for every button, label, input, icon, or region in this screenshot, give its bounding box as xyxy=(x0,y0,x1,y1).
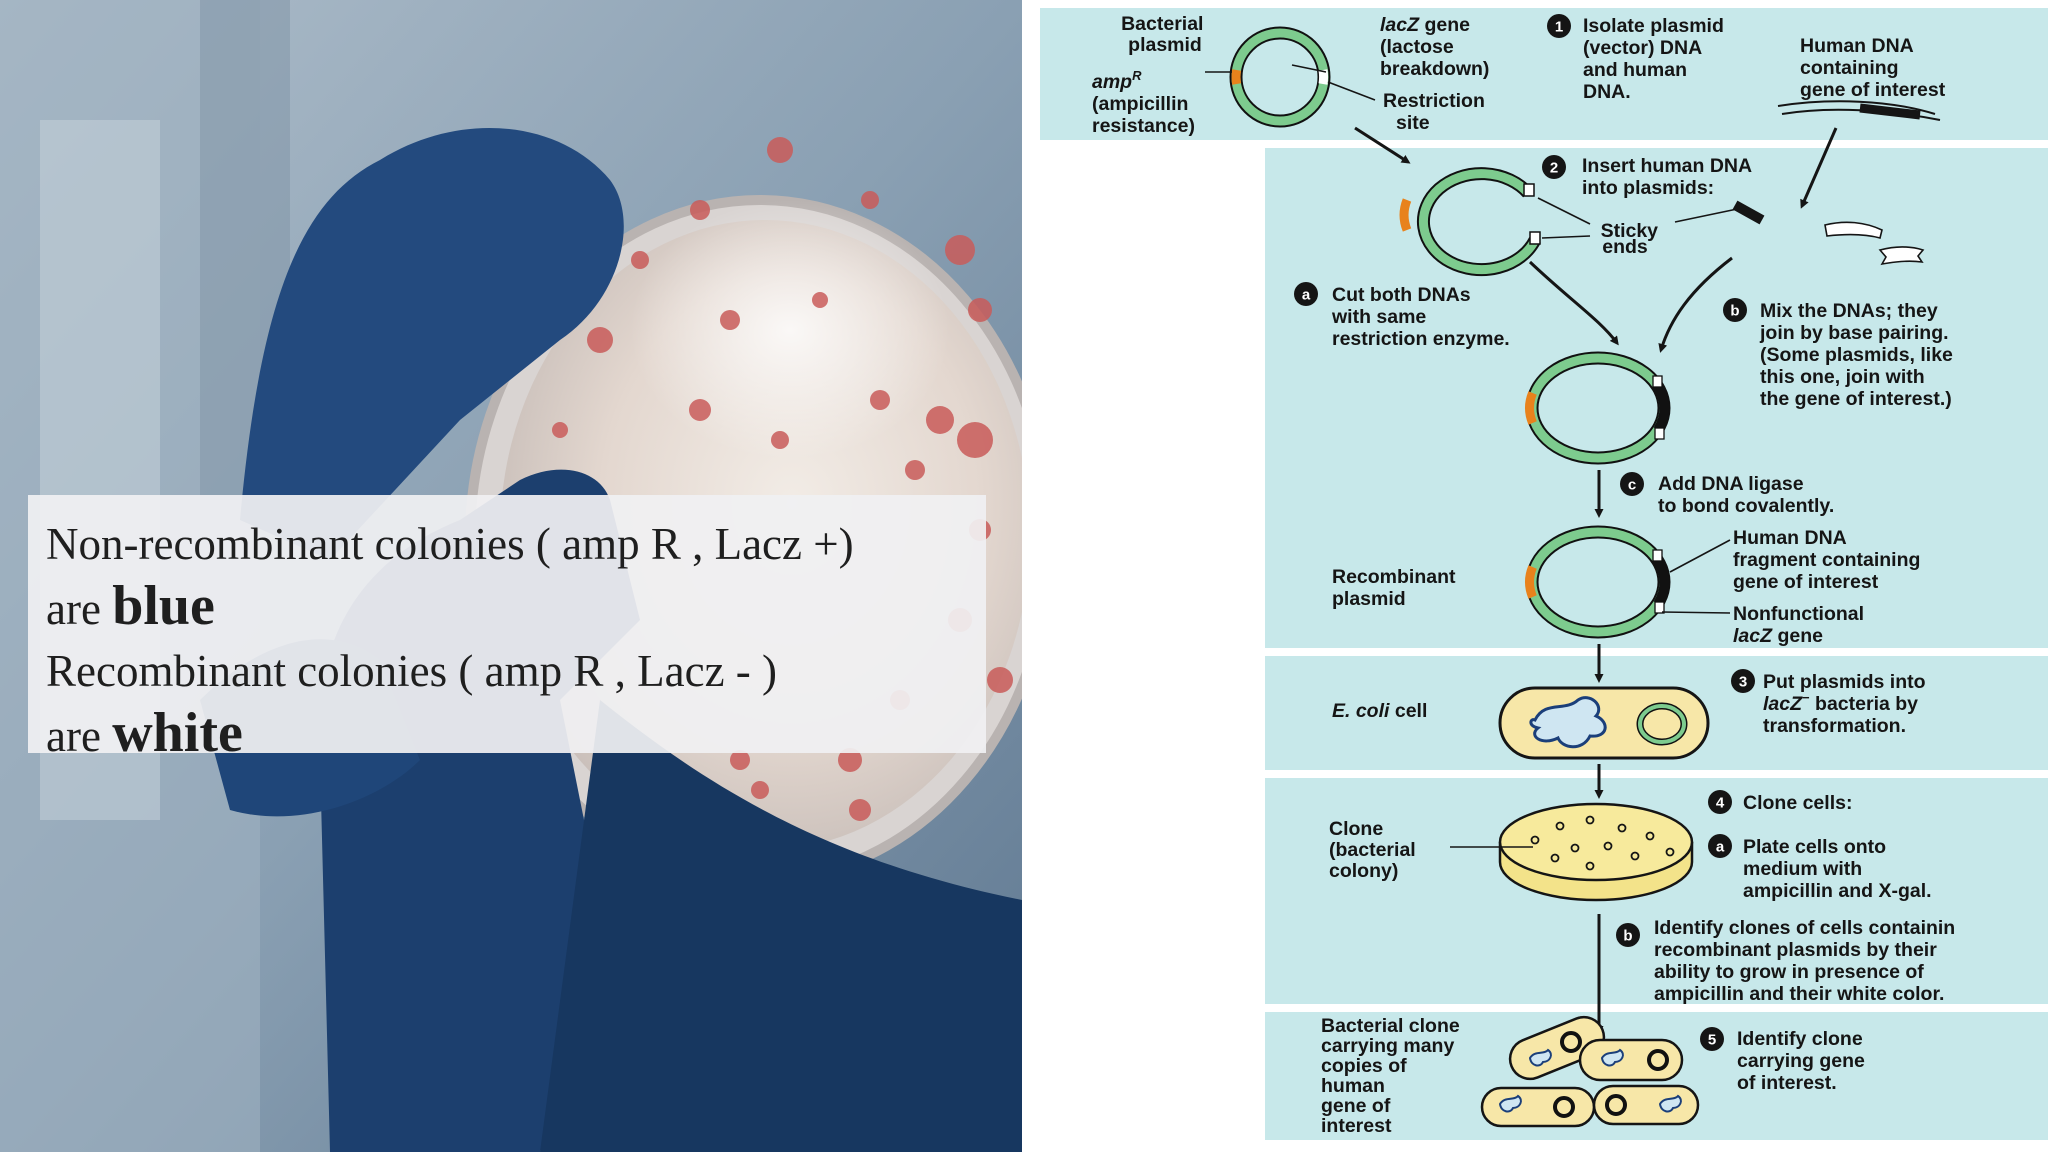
step4a-letter: a xyxy=(1716,839,1725,856)
caption-line-4-prefix: are xyxy=(46,711,113,761)
step2c-badge xyxy=(1620,472,1644,496)
caption-line-1: Non-recombinant colonies ( amp R , Lacz … xyxy=(46,519,854,569)
step2-group: 2 Insert human DNA into plasmids: Sticky… xyxy=(1294,126,1958,647)
ecoli-cell-label: E. coli cell xyxy=(1332,700,1427,722)
bacterial-clone-label: Bacterial clone carrying many copies of … xyxy=(1321,1015,1465,1137)
dna-fragments xyxy=(1732,200,1925,266)
step4b-letter: b xyxy=(1623,928,1632,945)
step4-number-badge xyxy=(1708,790,1732,814)
step3-number: 3 xyxy=(1739,674,1747,691)
caption-line-2-prefix: are xyxy=(46,584,113,634)
lacZ-label: lacZ gene (lactose breakdown) xyxy=(1380,14,1489,80)
plasmid-label: Bacterial plasmid xyxy=(1121,13,1209,56)
step2b-badge xyxy=(1723,298,1747,322)
step1-number-badge xyxy=(1547,14,1571,38)
recombinant-plasmid-label: Recombinant plasmid xyxy=(1332,566,1461,610)
nonfunctional-lacZ-label: Nonfunctional lacZ gene xyxy=(1733,603,1870,647)
band-step1 xyxy=(1040,8,2048,140)
step3-group: E. coli cell 3 Put plasmids into lacZ− b… xyxy=(1332,644,1931,760)
step4b-badge xyxy=(1616,923,1640,947)
step4-number: 4 xyxy=(1716,795,1725,812)
blue-line: are blue xyxy=(46,575,968,640)
restriction-site-label: Restriction site xyxy=(1383,90,1490,134)
joined-plasmid-diagram xyxy=(1525,351,1671,465)
recombinant-line: Recombinant colonies ( amp R , Lacz - ) xyxy=(46,640,968,702)
caption-white-word: white xyxy=(112,702,243,764)
dna-fragment-label: Human DNA fragment containing gene of in… xyxy=(1733,527,1926,593)
caption-line-3: Recombinant colonies ( amp R , Lacz - ) xyxy=(46,646,778,696)
petri-dish-photo: Non-recombinant colonies ( amp R , Lacz … xyxy=(0,0,1022,1152)
step1-number: 1 xyxy=(1555,19,1563,36)
step4-group: Clone (bacterial colony) 4 Clone cells: … xyxy=(1329,764,1961,1035)
step2-number-badge xyxy=(1542,155,1566,179)
ecoli-cell-diagram xyxy=(1498,686,1710,760)
white-line: are white xyxy=(46,702,968,767)
petri-plate-diagram xyxy=(1498,802,1694,902)
caption-blue-word: blue xyxy=(112,575,215,637)
recombinant-plasmid-diagram xyxy=(1525,525,1671,639)
step2b-letter: b xyxy=(1730,303,1739,320)
step4a-badge xyxy=(1708,834,1732,858)
step5-number-badge xyxy=(1700,1027,1724,1051)
step2b-text: Mix the DNAs; they join by base pairing.… xyxy=(1759,300,1958,410)
human-dna-strand xyxy=(1777,100,1941,121)
sticky-ends-label: Sticky ends xyxy=(1601,220,1664,258)
step5-text: Identify clone carrying gene of interest… xyxy=(1737,1028,1870,1094)
step3-text: Put plasmids into lacZ− bacteria by tran… xyxy=(1763,671,1931,737)
step1-text: Isolate plasmid (vector) DNA and human D… xyxy=(1583,15,1729,103)
bacterial-plasmid-diagram xyxy=(1229,26,1331,128)
gene-cloning-diagram: Bacterial plasmid ampR (ampicillin resis… xyxy=(1030,0,2048,1152)
step1-group: Bacterial plasmid ampR (ampicillin resis… xyxy=(1092,13,1946,137)
step4a-text: Plate cells onto medium with ampicillin … xyxy=(1743,836,1932,902)
clone-colony-label: Clone (bacterial colony) xyxy=(1329,818,1421,882)
step3-number-badge xyxy=(1731,669,1755,693)
bacterial-clone-cells xyxy=(1480,1015,1700,1128)
step2a-letter: a xyxy=(1302,287,1311,304)
human-dna-label: Human DNA containing gene of interest xyxy=(1800,35,1946,101)
non-recombinant-line: Non-recombinant colonies ( amp R , Lacz … xyxy=(46,513,968,575)
step4-text: Clone cells: xyxy=(1743,792,1852,814)
step2-text: Insert human DNA into plasmids: xyxy=(1582,155,1757,199)
step2c-letter: c xyxy=(1628,477,1636,494)
step4b-text: Identify clones of cells containin recom… xyxy=(1654,917,1961,1005)
step5-group: Bacterial clone carrying many copies of … xyxy=(1321,1015,1870,1137)
step2-number: 2 xyxy=(1550,160,1558,177)
cloning-steps-svg: Bacterial plasmid ampR (ampicillin resis… xyxy=(1040,8,2048,1140)
step2a-text: Cut both DNAs with same restriction enzy… xyxy=(1331,284,1510,350)
step5-number: 5 xyxy=(1708,1032,1716,1049)
step2c-text: Add DNA ligase to bond covalently. xyxy=(1658,473,1834,517)
colony-color-caption: Non-recombinant colonies ( amp R , Lacz … xyxy=(28,495,986,764)
step2a-badge xyxy=(1294,282,1318,306)
cut-plasmid-diagram xyxy=(1399,167,1541,277)
ampR-label: ampR (ampicillin resistance) xyxy=(1092,63,1195,137)
